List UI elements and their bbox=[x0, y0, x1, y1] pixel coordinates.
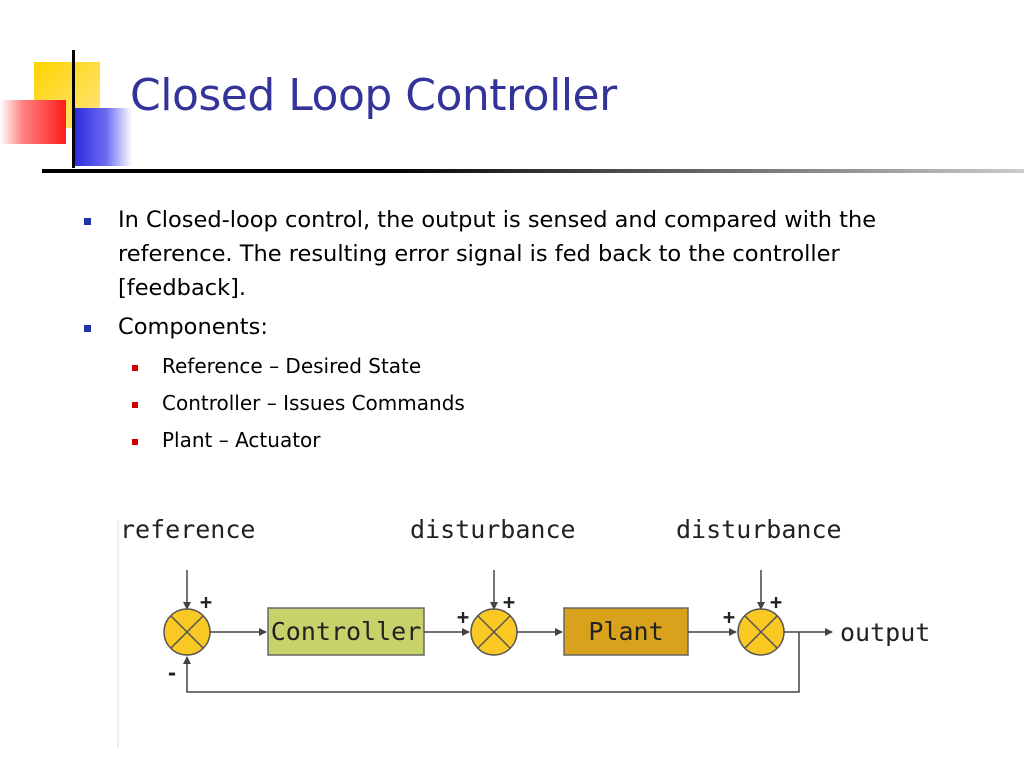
bullet-text: In Closed-loop control, the output is se… bbox=[118, 207, 877, 301]
bullet-square-icon bbox=[84, 218, 91, 225]
sub-bullet-text: Plant – Actuator bbox=[162, 428, 321, 452]
disturbance-label-1: disturbance bbox=[410, 515, 576, 544]
decorative-vertical-line bbox=[72, 50, 75, 168]
bullet-closed-loop-description: In Closed-loop control, the output is se… bbox=[84, 203, 934, 305]
summing-junction-2 bbox=[470, 608, 518, 656]
reference-label: reference bbox=[120, 515, 255, 544]
component-reference: Reference – Desired State bbox=[118, 348, 934, 385]
components-list: Reference – Desired State Controller – I… bbox=[118, 348, 934, 459]
bullet-square-icon bbox=[84, 325, 91, 332]
sum3-left-plus-sign: + bbox=[723, 605, 735, 629]
closed-loop-block-diagram: reference disturbance disturbance output… bbox=[117, 515, 930, 748]
bullet-list: In Closed-loop control, the output is se… bbox=[84, 203, 934, 464]
sub-bullet-square-icon bbox=[132, 402, 138, 408]
output-label: output bbox=[840, 618, 930, 647]
sum1-minus-sign: - bbox=[166, 661, 178, 685]
summing-junction-3 bbox=[737, 608, 785, 656]
sum3-top-plus-sign: + bbox=[770, 590, 782, 614]
decorative-blue-square bbox=[74, 108, 132, 166]
component-plant: Plant – Actuator bbox=[118, 422, 934, 459]
slide-title: Closed Loop Controller bbox=[130, 70, 617, 121]
sub-bullet-square-icon bbox=[132, 439, 138, 445]
plant-block-label: Plant bbox=[588, 617, 663, 646]
disturbance-label-2: disturbance bbox=[676, 515, 842, 544]
feedback-path-arrow bbox=[183, 632, 800, 693]
bullet-components: Components: Reference – Desired State Co… bbox=[84, 310, 934, 459]
sum1-plus-sign: + bbox=[200, 590, 212, 614]
decorative-red-bar bbox=[0, 100, 66, 144]
component-controller: Controller – Issues Commands bbox=[118, 385, 934, 422]
controller-block-label: Controller bbox=[271, 617, 422, 646]
bullet-text: Components: bbox=[118, 314, 268, 340]
sub-bullet-text: Controller – Issues Commands bbox=[162, 391, 465, 415]
sub-bullet-text: Reference – Desired State bbox=[162, 354, 422, 378]
controller-block: Controller bbox=[267, 607, 425, 656]
title-divider bbox=[42, 169, 1024, 173]
summing-junction-1 bbox=[163, 608, 211, 656]
plant-block: Plant bbox=[563, 607, 689, 656]
sub-bullet-square-icon bbox=[132, 365, 138, 371]
sum2-left-plus-sign: + bbox=[457, 605, 469, 629]
sum2-top-plus-sign: + bbox=[503, 590, 515, 614]
